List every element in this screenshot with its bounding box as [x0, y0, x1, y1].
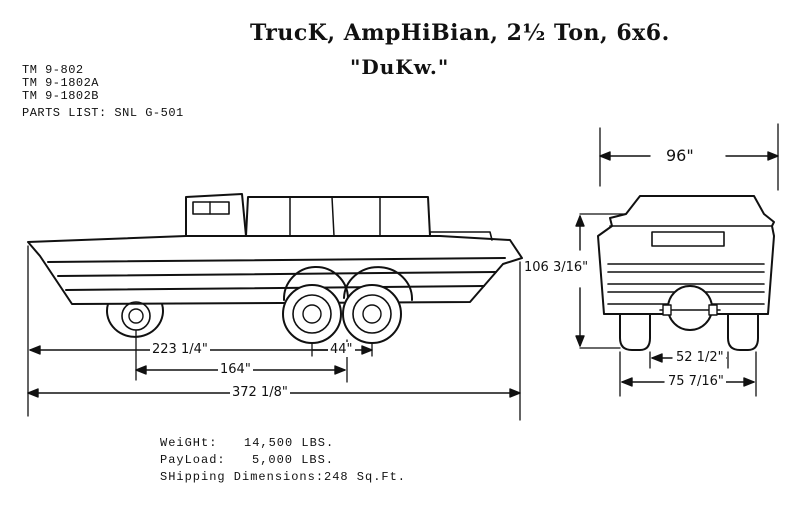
side-view [27, 193, 523, 421]
front-view [575, 123, 779, 397]
dim-front-to-rear-axle: 223 1/4" [150, 342, 210, 357]
weight-label: WeiGHt: [160, 436, 218, 450]
cab [185, 193, 247, 237]
dim-height: 106 3/16" [522, 260, 591, 275]
front-wheel [106, 301, 164, 338]
dim-wheelbase: 164" [218, 362, 253, 377]
rear-deck [429, 231, 493, 241]
front-tire-right [727, 313, 759, 351]
hull-stripe [47, 257, 506, 263]
hull-stripe [65, 285, 485, 291]
manual-ref-2: TM 9-1802A [22, 76, 100, 90]
front-tire-left [619, 313, 651, 351]
hull-outline [27, 235, 523, 305]
cab-window [192, 201, 230, 215]
manual-ref-1: TM 9-802 [22, 63, 84, 77]
hull-stripe [57, 271, 497, 277]
drawing-subtitle: "DuKw." [350, 55, 450, 79]
dim-rear-axle-spacing: 44" [328, 342, 355, 357]
front-axle [659, 285, 721, 331]
dim-track-inner: 52 1/2" [674, 350, 726, 365]
shipping-label: SHipping Dimensions: [160, 470, 325, 484]
payload-value: 5,000 LBS. [252, 453, 335, 467]
parts-list: PARTS LIST: SNL G-501 [22, 106, 184, 120]
dim-width: 96" [664, 146, 696, 165]
cargo-cover [245, 196, 431, 237]
shipping-value: 248 Sq.Ft. [324, 470, 407, 484]
payload-label: PayLoad: [160, 453, 226, 467]
rear-wheel [342, 266, 414, 344]
weight-value: 14,500 LBS. [244, 436, 335, 450]
middle-wheel [282, 266, 349, 344]
drawing-title: TrucK, AmpHiBian, 2½ Ton, 6x6. [250, 20, 670, 46]
front-panel [651, 231, 725, 247]
manual-ref-3: TM 9-1802B [22, 89, 100, 103]
dim-overall-length: 372 1/8" [230, 385, 290, 400]
dim-track-outer: 75 7/16" [666, 374, 726, 389]
